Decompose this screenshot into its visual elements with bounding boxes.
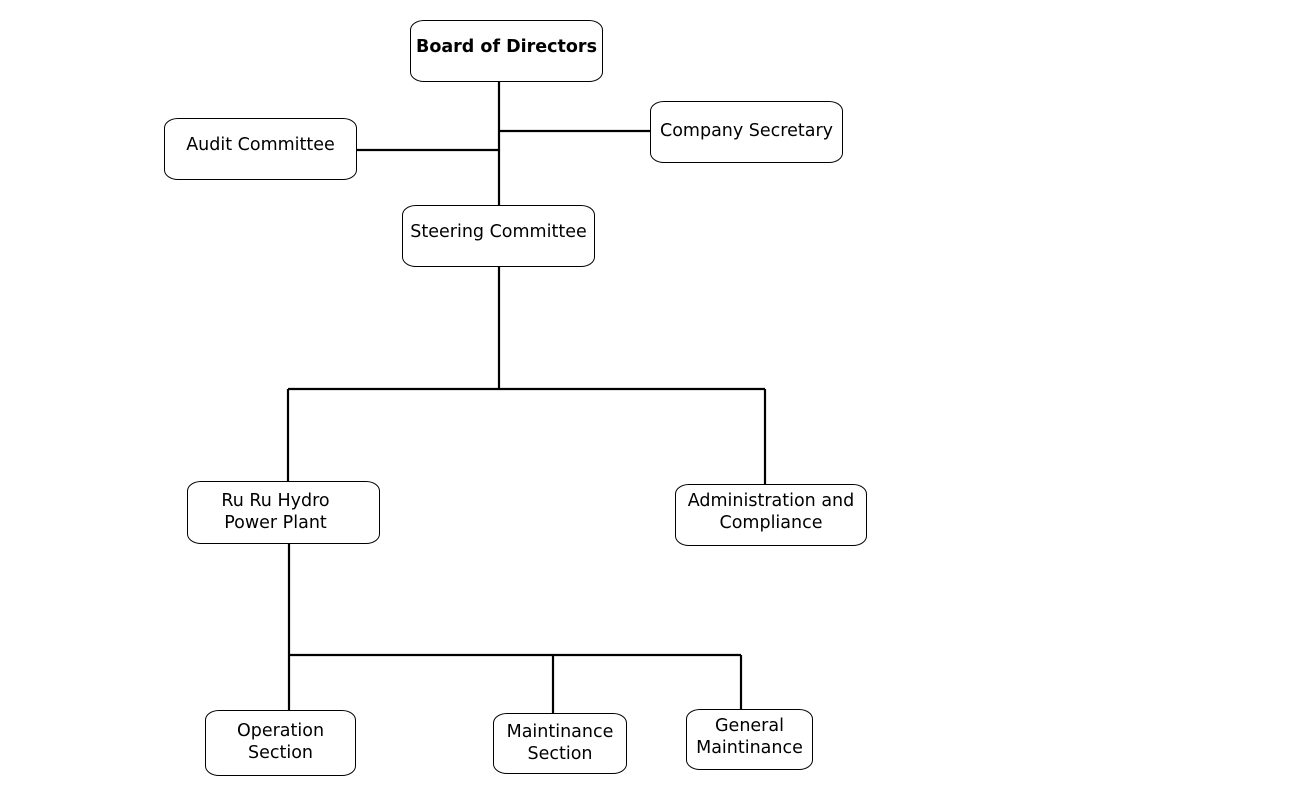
node-label-line-1: Operation [236,721,325,742]
node-operation-section: Operation Section [205,710,356,776]
node-label-line-1: Administration and [687,491,855,512]
node-label-line-2: Power Plant [224,512,327,533]
node-board-of-directors: Board of Directors [410,20,603,82]
node-steering-committee: Steering Committee [402,205,595,267]
node-maintinance-section: Maintinance Section [493,713,627,774]
node-label: Company Secretary [659,121,834,142]
node-ru-ru-hydro-power-plant: Ru Ru Hydro Power Plant [187,481,380,544]
node-label-line-1: General [715,715,784,736]
node-general-maintinance: General Maintinance [686,709,813,770]
node-label-line-1: Ru Ru Hydro [221,490,330,511]
node-label-line-1: Maintinance [506,721,614,742]
node-label-line-2: Section [527,743,593,764]
node-administration-and-compliance: Administration and Compliance [675,484,867,546]
node-label-line-2: Compliance [719,513,823,533]
node-audit-committee: Audit Committee [164,118,357,180]
node-label-line-2: Section [247,743,314,763]
node-label: Steering Committee [410,222,587,243]
node-label: Audit Committee [186,135,335,156]
node-company-secretary: Company Secretary [650,101,843,163]
node-label: Board of Directors [416,37,597,58]
node-label-line-2: Maintinance [696,737,803,758]
